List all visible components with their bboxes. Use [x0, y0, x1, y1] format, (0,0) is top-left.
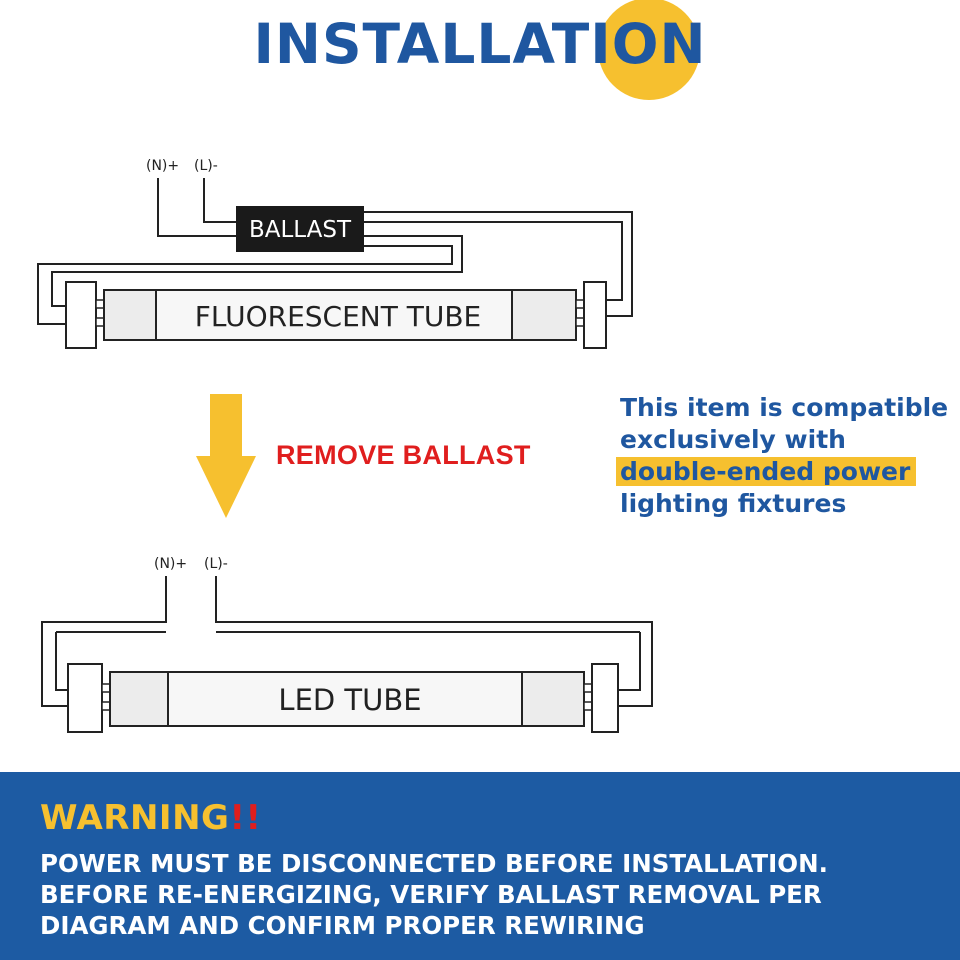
ballast-left-wire-inner: [37, 245, 453, 325]
remove-ballast-label: REMOVE BALLAST: [276, 440, 531, 470]
note-line-4: lighting fixtures: [620, 489, 847, 518]
note-line-1: This item is compatible: [620, 393, 949, 422]
fluorescent-tube: FLUORESCENT TUBE: [65, 281, 607, 349]
ballast-right-wire-outer: [364, 211, 633, 317]
title-accent-circle: [598, 0, 700, 100]
led-tube-label: LED TUBE: [278, 683, 421, 717]
warning-exclaim: !!: [229, 798, 262, 838]
warning-heading-text: WARNING: [40, 798, 230, 838]
down-arrow-icon: [196, 394, 256, 518]
bottom-live-label: (L)-: [204, 556, 228, 572]
note-line-3-highlight: double-ended power: [616, 457, 917, 486]
ballast-box: BALLAST: [236, 206, 364, 252]
warning-line-3: DIAGRAM AND CONFIRM PROPER REWIRING: [40, 911, 645, 940]
live-wire: [203, 178, 236, 223]
page-title: INSTALLATION: [253, 12, 707, 76]
ballast-left-wire-outer: [51, 235, 463, 307]
led-neutral-wire-inner: [55, 632, 68, 691]
led-right-socket: [591, 663, 619, 733]
left-socket: [65, 281, 97, 349]
led-wiring-diagram: [41, 576, 653, 707]
compatibility-note: This item is compatible exclusively with…: [616, 392, 960, 520]
ballast-right-wire-inner: [364, 221, 623, 301]
warning-line-2: BEFORE RE-ENERGIZING, VERIFY BALLAST REM…: [40, 880, 822, 909]
warning-line-1: POWER MUST BE DISCONNECTED BEFORE INSTAL…: [40, 849, 828, 878]
led-tube: LED TUBE: [67, 663, 619, 733]
led-live-wire: [215, 576, 653, 707]
led-live-wire-inner: [618, 632, 641, 691]
right-socket: [583, 281, 607, 349]
warning-heading: WARNING!!: [40, 798, 261, 838]
wiring-diagrams: BALLAST (N)+ (L)- FLUORESCENT TUBE (N)+ …: [37, 158, 653, 733]
led-left-socket: [67, 663, 103, 733]
fluorescent-wiring-diagram: [37, 178, 633, 325]
warning-text: POWER MUST BE DISCONNECTED BEFORE INSTAL…: [40, 848, 940, 941]
top-live-label: (L)-: [194, 158, 218, 174]
led-neutral-wire: [41, 576, 167, 707]
fluorescent-tube-label: FLUORESCENT TUBE: [195, 300, 481, 333]
bottom-neutral-label: (N)+: [154, 556, 187, 572]
ballast-label: BALLAST: [249, 217, 352, 243]
warning-banner: [0, 772, 960, 960]
top-neutral-label: (N)+: [146, 158, 179, 174]
note-line-2: exclusively with: [620, 425, 846, 454]
title-area: INSTALLATION: [0, 0, 960, 110]
neutral-wire: [157, 178, 236, 237]
